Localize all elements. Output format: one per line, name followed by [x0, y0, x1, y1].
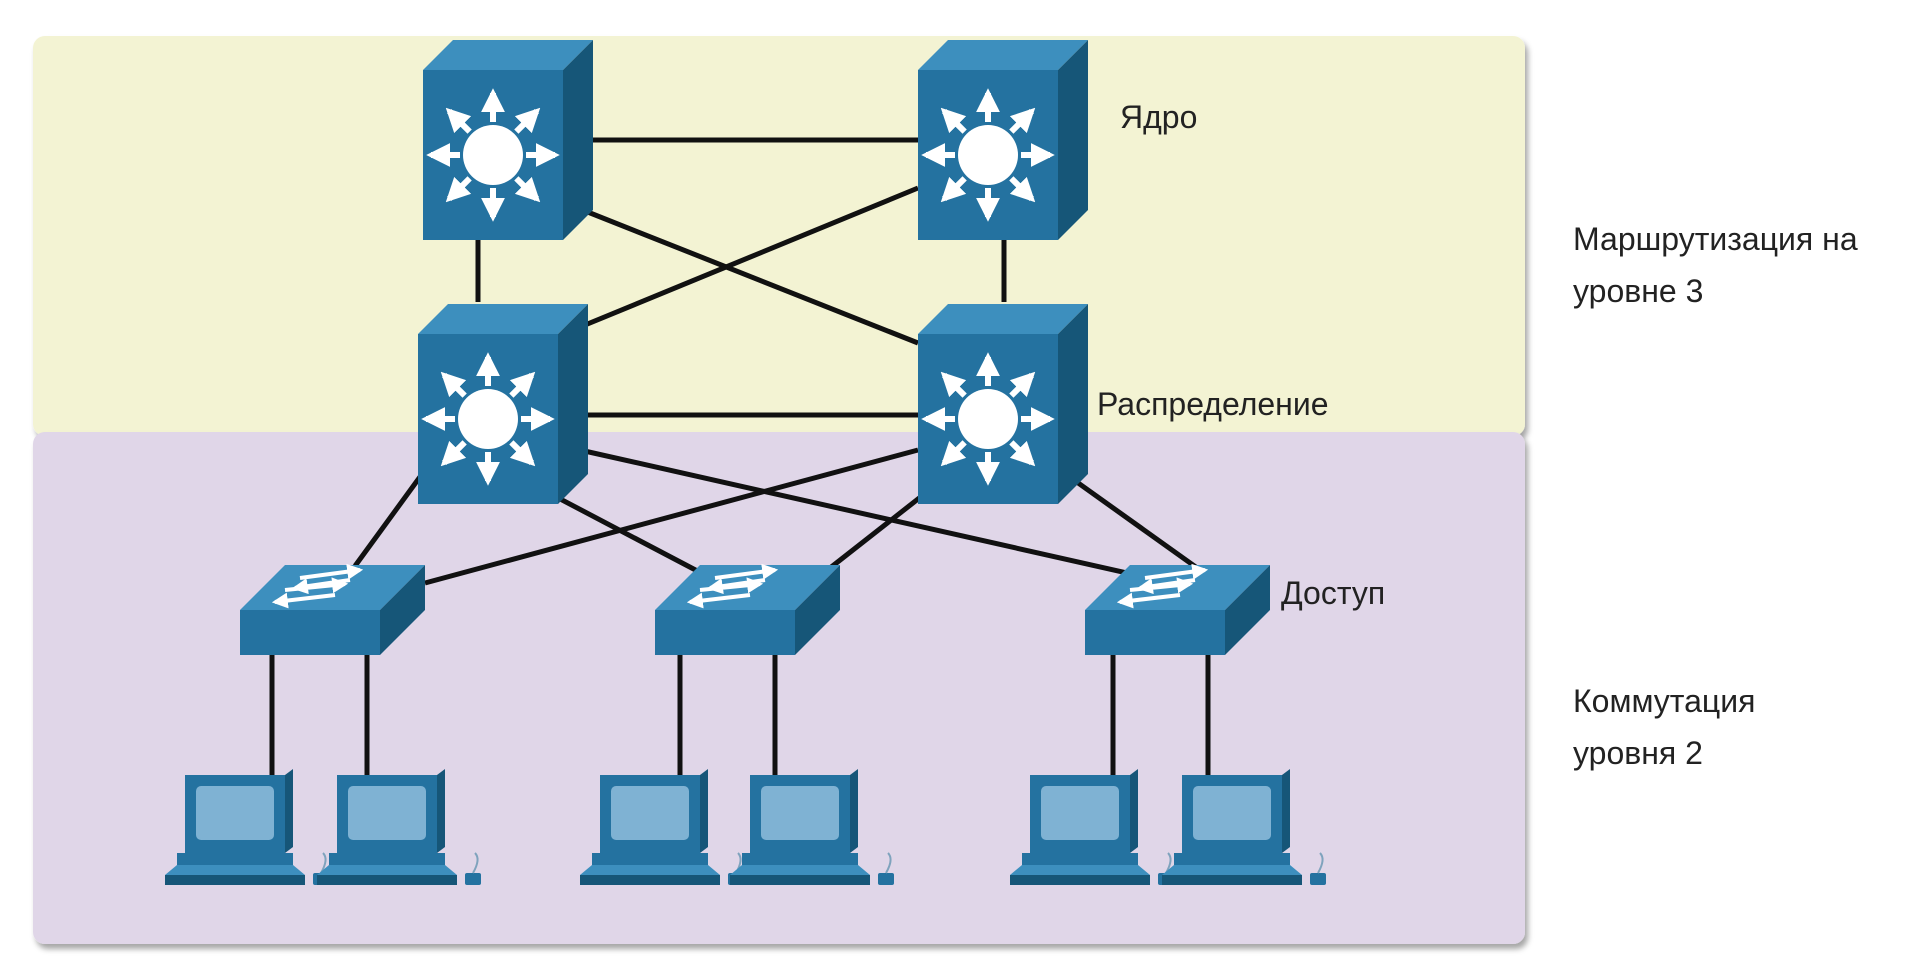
layer3-zone: [33, 36, 1525, 436]
label-distribution: Распределение: [1097, 386, 1329, 422]
workstation-icon: [1010, 769, 1174, 885]
switch-icon: [655, 563, 840, 655]
zone-layer2-line1: Коммутация: [1573, 683, 1756, 719]
multilayer-switch-icon: [918, 304, 1088, 504]
workstation-icon: [730, 769, 894, 885]
link-dist-2-access-1: [424, 447, 919, 586]
workstation-icon: [1162, 769, 1326, 885]
link-dist-2-access-3: [1058, 467, 1202, 573]
zone-layer2-line2: уровня 2: [1573, 735, 1703, 771]
link-dist-1-access-1: [352, 468, 428, 568]
switch-icon: [240, 563, 425, 655]
devices-group: [165, 40, 1326, 885]
label-core: Ядро: [1120, 99, 1197, 135]
link-dist-1-access-3: [579, 447, 1146, 580]
links-group: [269, 137, 1211, 778]
multilayer-switch-icon: [423, 40, 593, 240]
zone-layer3-line1: Маршрутизация на: [1573, 221, 1858, 257]
multilayer-switch-icon: [418, 304, 588, 504]
link-core-2-dist-1: [584, 185, 919, 328]
multilayer-switch-icon: [918, 40, 1088, 240]
zone-layer3-line2: уровне 3: [1573, 273, 1704, 309]
zone-layer2-caption: Коммутация уровня 2: [1573, 675, 1755, 779]
link-core-1-dist-2: [564, 200, 919, 346]
label-access: Доступ: [1281, 575, 1385, 611]
workstation-icon: [317, 769, 481, 885]
switch-icon: [1085, 563, 1270, 655]
zone-layer3-caption: Маршрутизация на уровне 3: [1573, 213, 1858, 317]
